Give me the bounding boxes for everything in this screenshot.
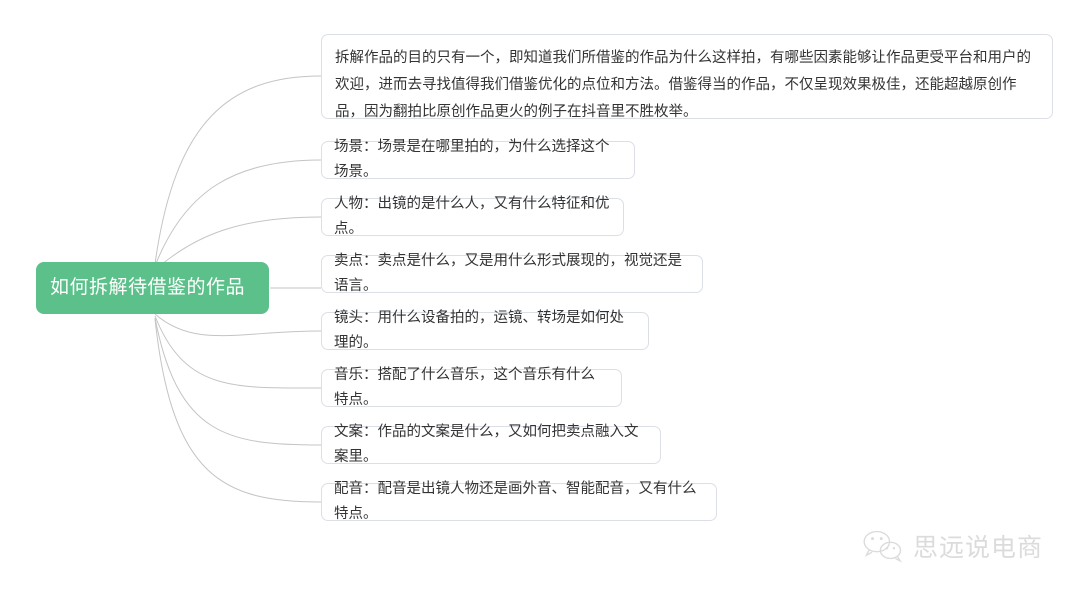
connector-to-child-6 [154, 317, 322, 446]
node-label: 音乐：搭配了什么音乐，这个音乐有什么特点。 [334, 367, 595, 408]
mindmap-node-camera[interactable]: 镜头：用什么设备拍的，运镜、转场是如何处理的。 [321, 310, 649, 351]
connector-to-child-7 [154, 318, 322, 503]
root-node[interactable]: 如何拆解待借鉴的作品 [36, 262, 269, 314]
watermark: 思远说电商 [862, 528, 1043, 564]
node-label: 配音：配音是出镜人物还是画外音、智能配音，又有什么特点。 [334, 481, 697, 522]
mindmap-node-selling-point[interactable]: 卖点：卖点是什么，又是用什么形式展现的，视觉还是语言。 [321, 253, 703, 294]
mindmap-node-purpose[interactable]: 拆解作品的目的只有一个，即知道我们所借鉴的作品为什么这样拍，有哪些因素能够让作品… [321, 34, 1053, 120]
mindmap-node-copywriting[interactable]: 文案：作品的文案是什么，又如何把卖点融入文案里。 [321, 424, 661, 465]
node-label: 卖点：卖点是什么，又是用什么形式展现的，视觉还是语言。 [334, 253, 682, 294]
mindmap-node-character[interactable]: 人物：出镜的是什么人，又有什么特征和优点。 [321, 196, 624, 237]
connector-to-child-5 [154, 315, 322, 389]
node-label: 拆解作品的目的只有一个，即知道我们所借鉴的作品为什么这样拍，有哪些因素能够让作品… [335, 50, 1031, 120]
mindmap-node-music[interactable]: 音乐：搭配了什么音乐，这个音乐有什么特点。 [321, 367, 622, 408]
connector-to-child-0 [154, 75, 322, 265]
connector-to-child-4 [154, 313, 322, 337]
connector-to-child-1 [154, 159, 322, 267]
node-label: 文案：作品的文案是什么，又如何把卖点融入文案里。 [334, 424, 639, 465]
wechat-icon [863, 530, 903, 563]
root-node-label: 如何拆解待借鉴的作品 [50, 276, 246, 298]
node-label: 场景：场景是在哪里拍的，为什么选择这个场景。 [334, 139, 610, 180]
node-label: 人物：出镜的是什么人，又有什么特征和优点。 [334, 196, 610, 237]
mindmap-node-scene[interactable]: 场景：场景是在哪里拍的，为什么选择这个场景。 [321, 139, 635, 180]
node-label: 镜头：用什么设备拍的，运镜、转场是如何处理的。 [334, 310, 624, 351]
mindmap-node-dubbing[interactable]: 配音：配音是出镜人物还是画外音、智能配音，又有什么特点。 [321, 481, 717, 522]
watermark-text: 思远说电商 [913, 533, 1044, 562]
